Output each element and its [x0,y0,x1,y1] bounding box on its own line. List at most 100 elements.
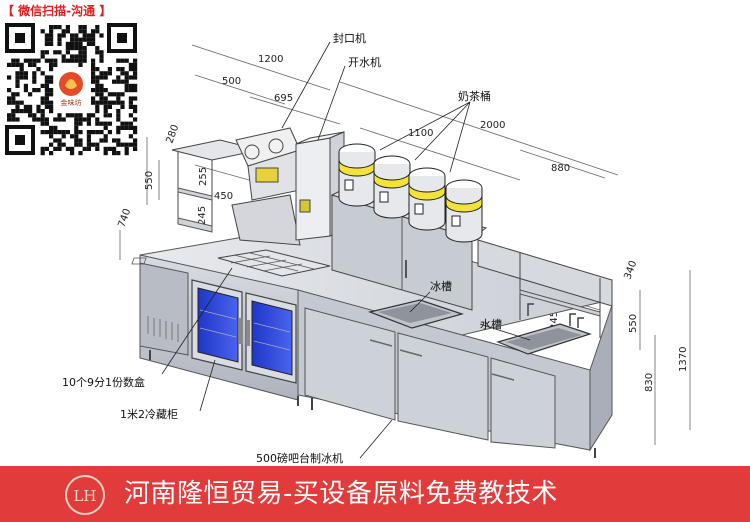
qr-module [95,142,100,147]
dim-340: 340 [622,259,639,281]
qr-module [128,121,133,126]
qr-module [112,146,117,151]
qr-module [133,117,138,122]
qr-module [53,130,58,135]
qr-module [23,88,28,93]
label-ice-machine: 500磅吧台制冰机 [256,451,343,465]
qr-module [28,113,33,118]
qr-module [49,104,54,109]
qr-module [78,62,83,67]
qr-module [133,75,138,80]
dim-1200: 1200 [258,54,283,65]
qr-module [61,130,66,135]
qr-module [61,29,66,34]
fridge-handle [239,318,243,344]
qr-module [49,88,54,93]
qr-module [107,71,112,76]
qr-module [103,109,108,114]
qr-module [99,92,104,97]
qr-module [57,117,62,122]
qr-module [133,88,138,93]
qr-module [78,25,83,30]
label-water-tank: 水槽 [480,318,502,331]
qr-module [40,130,45,135]
qr-module [95,67,100,72]
qr-module [65,130,70,135]
qr-module [74,134,79,139]
qr-module [53,50,58,55]
qr-module [44,92,49,97]
qr-module [99,96,104,101]
qr-module [57,130,62,135]
qr-module [120,121,125,126]
qr-module [74,138,79,143]
label-ice-tank: 冰槽 [430,280,452,293]
qr-module [44,50,49,55]
qr-module [78,58,83,63]
qr-module [86,121,91,126]
qr-module [19,67,24,72]
qr-module [49,79,54,84]
qr-module [116,113,121,118]
qr-module [124,146,129,151]
qr-module [107,104,112,109]
qr-module [70,37,75,42]
qr-module [95,92,100,97]
qr-module [128,100,133,105]
dim-880: 880 [551,163,570,174]
qr-module [116,96,121,101]
qr-module [40,83,45,88]
qr-module [23,104,28,109]
qr-module [112,79,117,84]
qr-module [7,117,12,122]
qr-module [86,113,91,118]
qr-module [15,109,20,114]
qr-module [53,138,58,143]
qr-module [78,50,83,55]
qr-module [91,96,96,101]
qr-module [107,121,112,126]
qr-module [133,138,138,143]
qr-module [128,75,133,80]
qr-module [11,62,16,67]
qr-module [40,96,45,101]
qr-module [49,100,54,105]
qr-module [11,58,16,63]
qr-module [112,92,117,97]
fridge-shelves [199,309,291,351]
qr-module [91,41,96,46]
qr-module [95,83,100,88]
qr-module [82,25,87,30]
qr-module [103,151,108,156]
qr-module [53,117,58,122]
qr-module [7,100,12,105]
qr-module [7,96,12,101]
qr-module [82,50,87,55]
qr-module [19,71,24,76]
qr-module [133,62,138,67]
dim-450: 450 [214,191,233,202]
qr-module [120,142,125,147]
qr-module [65,113,70,118]
qr-module [124,142,129,147]
qr-module [7,113,12,118]
qr-module [99,130,104,135]
qr-module [32,79,37,84]
qr-module [124,83,129,88]
qr-module [49,151,54,156]
qr-module [11,117,16,122]
qr-module [15,79,20,84]
qr-module [44,41,49,46]
qr-module [70,58,75,63]
dim-695: 695 [274,93,293,104]
qr-module [74,33,79,38]
label-fridge: 1米2冷藏柜 [120,408,178,421]
qr-module [133,109,138,114]
qr-module [120,79,125,84]
qr-module [7,88,12,93]
qr-module [95,130,100,135]
qr-module [86,130,91,135]
qr-module [86,117,91,122]
qr-module [82,54,87,59]
qr-module [74,113,79,118]
